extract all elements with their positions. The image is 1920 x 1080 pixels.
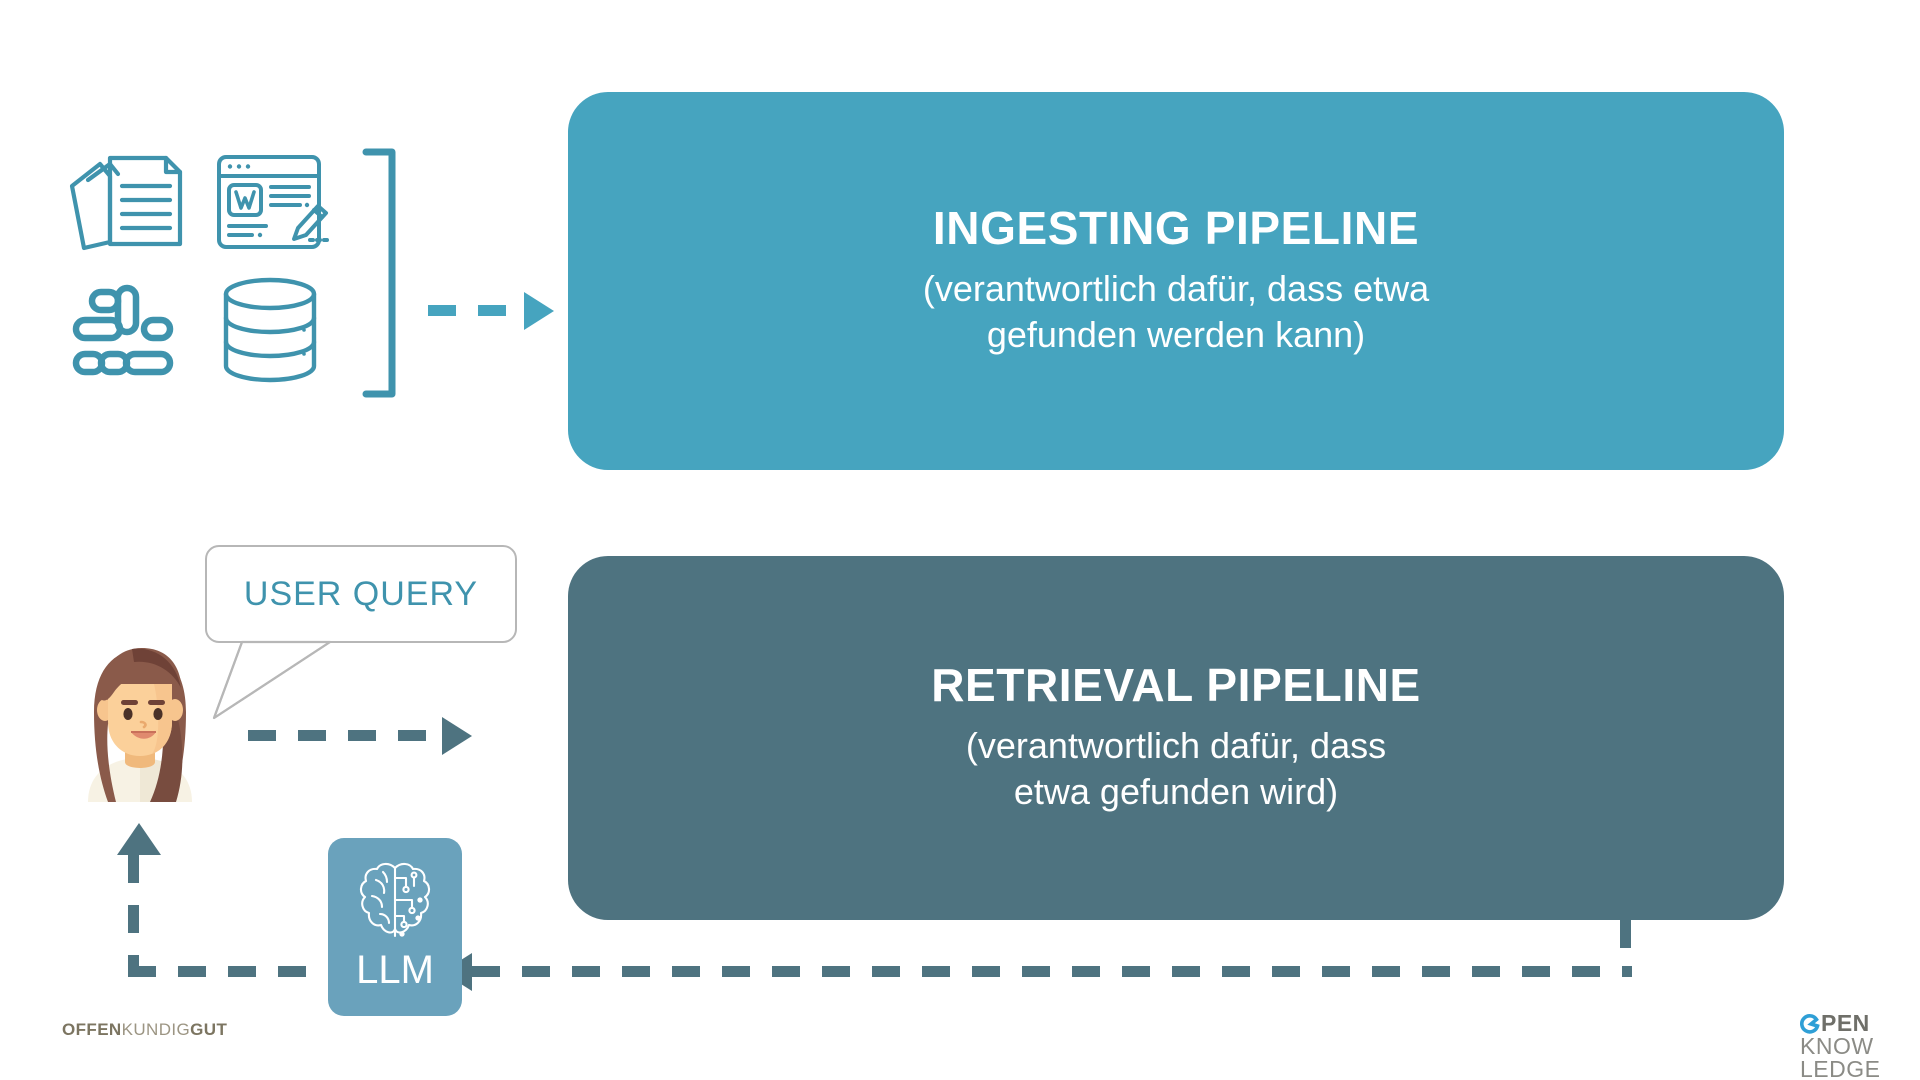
brain-icon: [359, 862, 431, 938]
okg-logo-part2: KUNDIG: [121, 1020, 191, 1039]
retrieval-to-llm-arrow-line: [472, 966, 1632, 977]
slack-icon: [72, 284, 174, 376]
offenkundiggut-logo: OFFENKUNDIGGUT: [62, 1020, 227, 1040]
llm-to-user-arrow-line-vertical: [128, 855, 139, 973]
documents-icon: [69, 155, 183, 251]
user-avatar: [68, 640, 212, 802]
retrieval-pipeline-title: RETRIEVAL PIPELINE: [931, 658, 1421, 711]
okg-logo-part1: OFFEN: [62, 1020, 122, 1039]
retrieval-pipeline-subtitle: (verantwortlich dafür, dass etwa gefunde…: [965, 725, 1387, 813]
ingesting-pipeline-title: INGESTING PIPELINE: [932, 201, 1420, 254]
open-knowledge-know: KNOW: [1800, 1033, 1874, 1059]
okg-logo-part3: GUT: [190, 1020, 228, 1039]
sources-to-ingesting-arrow-line: [428, 305, 520, 316]
source-icons-group: [66, 150, 329, 383]
llm-to-user-arrow-head: [117, 823, 161, 855]
open-knowledge-pen: PEN: [1821, 1010, 1870, 1036]
llm-to-user-arrow-line-horizontal: [128, 966, 324, 977]
database-icon: [223, 277, 317, 383]
retrieval-pipeline-box[interactable]: RETRIEVAL PIPELINE (verantwortlich dafür…: [568, 556, 1784, 920]
sources-bracket: [362, 148, 396, 398]
retrieval-to-llm-arrow-stub: [1620, 920, 1631, 970]
open-knowledge-ledge: LEDGE: [1800, 1056, 1881, 1080]
user-query-bubble[interactable]: USER QUERY: [205, 545, 517, 643]
user-to-retrieval-arrow-head: [442, 717, 472, 755]
ingesting-pipeline-subtitle: (verantwortlich dafür, dass etwa gefunde…: [922, 268, 1430, 356]
llm-label: LLM: [356, 948, 434, 992]
sources-to-ingesting-arrow-head: [524, 292, 554, 330]
user-query-label: USER QUERY: [243, 574, 479, 613]
open-knowledge-logo: PEN KNOW LEDGE: [1800, 1012, 1910, 1080]
word-document-edit-icon: [217, 155, 329, 249]
ingesting-pipeline-box[interactable]: INGESTING PIPELINE (verantwortlich dafür…: [568, 92, 1784, 470]
llm-box[interactable]: LLM: [328, 838, 462, 1016]
open-knowledge-o-icon: [1800, 1013, 1820, 1034]
user-to-retrieval-arrow-line: [248, 730, 438, 741]
user-query-bubble-tail: [212, 640, 332, 720]
